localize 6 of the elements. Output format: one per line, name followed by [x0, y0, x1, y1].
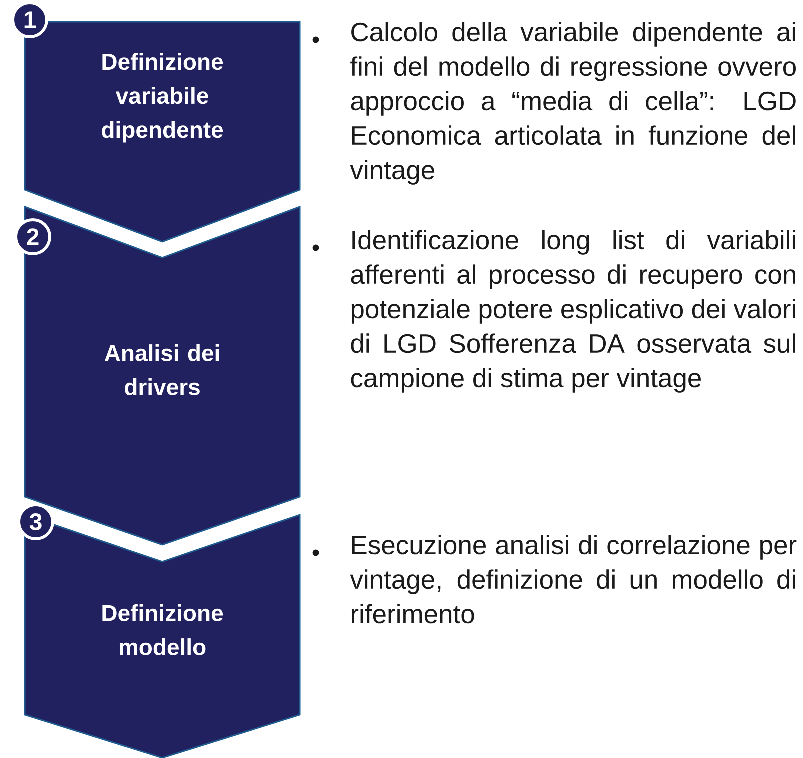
bullet-text: Identificazione long list di variabili afferenti al processo di recupero con potenziale potere esplicativo dei valori di LGD Sofferenza DA osservata sul campione di stima per vintage [351, 230, 796, 393]
number-badge: 1 [12, 2, 48, 38]
number-badge: 3 [18, 504, 54, 540]
bullet-text: Calcolo della variabile dipendente ai fini del modello di regressione ovvero approccio a “media di cella”: LGD Economica articolata in funzione del vintage [350, 22, 796, 185]
number-badge: 2 [14, 218, 52, 256]
bullet-text: Esecuzione analisi di correlazione per vintage, definizione di un modello di riferimento [350, 535, 797, 624]
